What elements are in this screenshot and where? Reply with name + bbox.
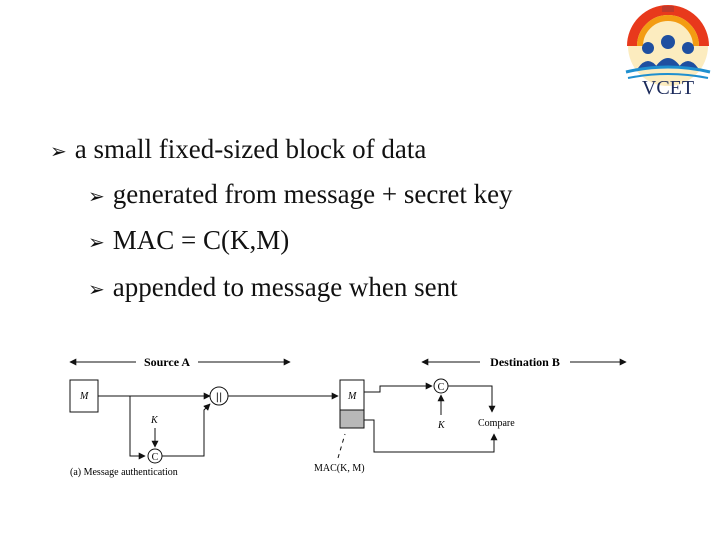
- arrow-bullet-icon: ➢: [88, 230, 105, 254]
- arrow-bullet-icon: ➢: [88, 277, 105, 301]
- dest-message-to-c-arrow: [364, 382, 433, 393]
- dest-message-label: M: [347, 391, 357, 402]
- compare-label: Compare: [478, 418, 515, 429]
- bullet-sub-text: MAC = C(K,M): [112, 225, 290, 255]
- mac-diagram: Source A Destination B M || C K M C K Co…: [69, 355, 627, 478]
- bullet-sub-text: generated from message + secret key: [112, 179, 513, 209]
- bullet-sub-3: ➢ appended to message when sent: [88, 272, 458, 303]
- dest-label: Destination B: [490, 355, 560, 369]
- diagram-caption: (a) Message authentication: [70, 467, 178, 478]
- source-k-label: K: [150, 415, 159, 426]
- bullet-sub-1: ➢ generated from message + secret key: [88, 179, 513, 210]
- dest-k-label: K: [437, 420, 446, 431]
- arrow-bullet-icon: ➢: [50, 139, 67, 163]
- mac-to-compare-arrow: [364, 419, 498, 453]
- source-c-label: C: [152, 452, 159, 463]
- vcet-logo: VCET: [625, 5, 711, 99]
- bullet-main: ➢ a small fixed-sized block of data: [50, 134, 426, 165]
- c-to-concat-arrow: [162, 403, 211, 457]
- logo-text: VCET: [642, 77, 694, 99]
- dest-mac-box: [339, 409, 365, 429]
- c-to-compare-arrow: [448, 385, 496, 413]
- dest-c-label: C: [438, 382, 445, 393]
- bullet-list: ➢ a small fixed-sized block of data ➢ ge…: [50, 134, 513, 303]
- mac-label: MAC(K, M): [314, 463, 365, 474]
- source-message-label: M: [79, 391, 89, 402]
- source-label: Source A: [144, 355, 190, 369]
- mac-pointer-line: [337, 433, 346, 459]
- bullet-sub-text: appended to message when sent: [112, 272, 458, 302]
- bullet-main-text: a small fixed-sized block of data: [74, 134, 427, 164]
- arrow-bullet-icon: ➢: [88, 184, 105, 208]
- source-message-box: [69, 379, 99, 413]
- concat-symbol: ||: [216, 392, 223, 403]
- bullet-sub-2: ➢ MAC = C(K,M): [88, 225, 289, 256]
- message-to-c-arrow: [129, 396, 146, 460]
